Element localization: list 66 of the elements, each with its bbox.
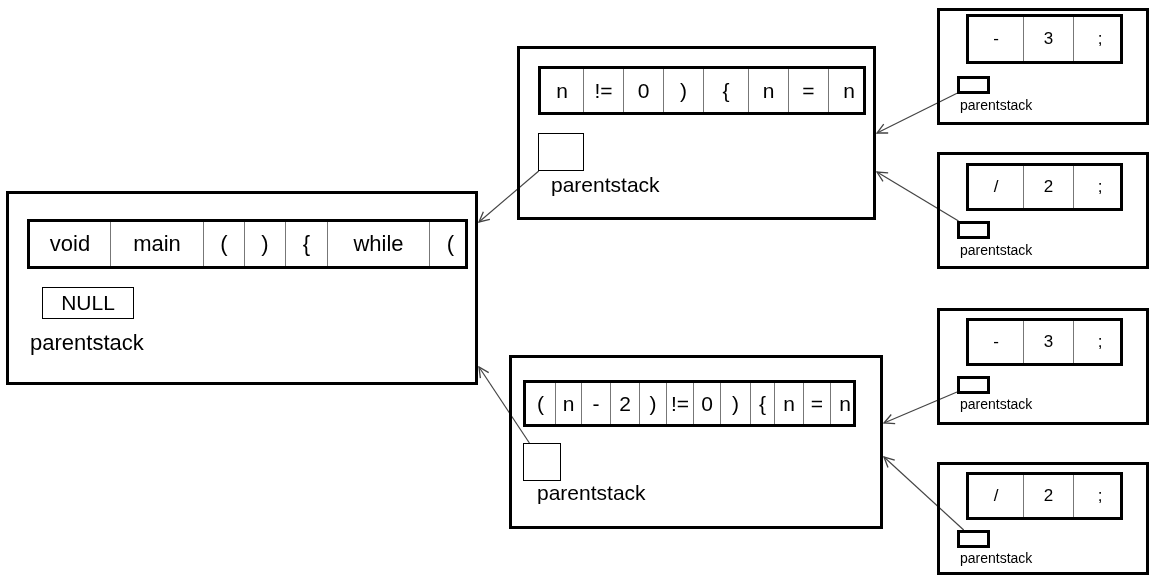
token-cell: ) [663,69,703,112]
token-cell: 3 [1023,321,1073,363]
token-cell: n [555,383,581,424]
token-cell: n [774,383,803,424]
token-cell: ) [639,383,666,424]
token-cell: main [110,222,203,266]
token-cell: 0 [623,69,663,112]
token-cell: 2 [1023,166,1073,208]
token-cell: - [969,17,1023,61]
field-label: parentstack [960,242,1033,258]
token-cell: ; [1073,17,1126,61]
empty-pointer-box [538,133,584,171]
frame-box [937,462,1149,575]
token-cell: { [703,69,748,112]
token-cell: n [828,69,869,112]
token-cell: ( [429,222,471,266]
empty-pointer-box [957,221,990,239]
token-cell: 2 [1023,475,1073,517]
field-label: parentstack [960,550,1033,566]
frame-box [937,8,1149,125]
token-cell: ( [203,222,244,266]
token-cell: = [803,383,830,424]
token-cell: ; [1073,475,1126,517]
pointer-value-box: NULL [42,287,134,319]
field-label: parentstack [537,481,646,505]
token-cell: 3 [1023,17,1073,61]
pointer-arrow [883,391,958,425]
frame-box [937,308,1149,425]
token-cell: / [969,475,1023,517]
pointer-arrow [478,170,540,223]
token-cell: != [666,383,693,424]
pointer-arrow [876,171,960,222]
field-label: parentstack [960,97,1033,113]
token-cell: / [969,166,1023,208]
token-cell: ; [1073,166,1126,208]
empty-pointer-box [957,376,990,394]
token-cell: n [748,69,788,112]
token-cell: n [830,383,859,424]
token-cell: 0 [693,383,720,424]
pointer-arrow [876,92,958,134]
token-cell: { [750,383,774,424]
token-cell: ( [526,383,555,424]
token-cell: void [30,222,110,266]
field-label: parentstack [551,173,660,197]
empty-pointer-box [523,443,561,481]
frame-box [509,355,883,529]
token-cell: ) [244,222,285,266]
token-cell: 2 [610,383,639,424]
pointer-arrow [883,456,965,531]
field-label: parentstack [960,396,1033,412]
token-cell: != [583,69,623,112]
token-cell: - [969,321,1023,363]
empty-pointer-box [957,530,990,548]
frame-box [937,152,1149,269]
empty-pointer-box [957,76,990,94]
token-cell: while [327,222,429,266]
pointer-arrow [478,366,530,444]
frame-box [517,46,876,220]
token-cell: ) [720,383,750,424]
token-cell: { [285,222,327,266]
frame-box [6,191,478,385]
token-cell: - [581,383,610,424]
field-label: parentstack [30,330,144,356]
token-cell: = [788,69,828,112]
token-cell: ; [1073,321,1126,363]
token-cell: n [541,69,583,112]
